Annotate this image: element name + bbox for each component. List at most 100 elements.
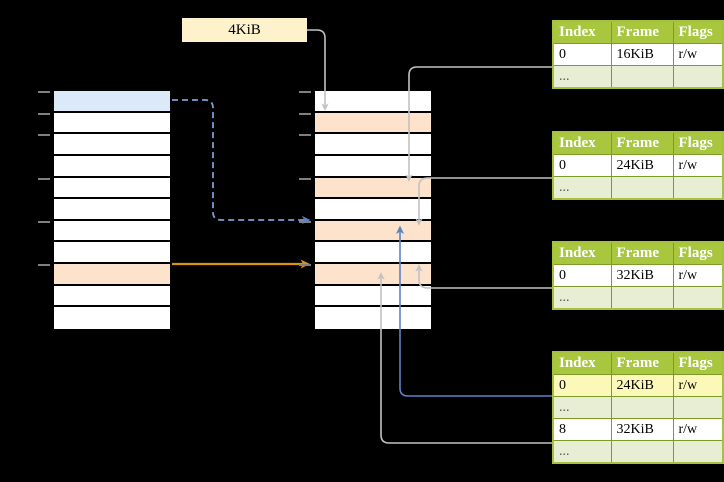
column-header-frame: Frame xyxy=(610,20,674,44)
physical-row-row-1 xyxy=(315,91,431,113)
physical-row-row-6 xyxy=(315,199,431,221)
connector-left-blue-to-mid-row7 xyxy=(172,99,311,225)
column-header-frame: Frame xyxy=(610,241,674,265)
cell-frame: 16KiB xyxy=(610,43,674,66)
virtual-row-tick-5 xyxy=(38,177,50,180)
physical-row-row-7 xyxy=(315,220,431,243)
cell-index: 0 xyxy=(552,154,612,177)
column-header-flags: Flags xyxy=(672,351,724,375)
table-row: ... xyxy=(552,286,724,310)
cell-frame xyxy=(610,440,674,464)
cell-frame: 32KiB xyxy=(610,264,674,287)
column-header-index: Index xyxy=(552,20,612,44)
virtual-row-row-6 xyxy=(54,199,170,221)
cell-flags: r/w xyxy=(672,43,724,66)
cell-index: 0 xyxy=(552,43,612,66)
page-size-label: 4KiB xyxy=(182,18,307,42)
physical-row-row-8 xyxy=(315,242,431,264)
physical-row-tick-9 xyxy=(299,264,311,267)
column-header-flags: Flags xyxy=(672,241,724,265)
cell-index: ... xyxy=(552,286,612,310)
cell-flags xyxy=(672,396,724,419)
column-header-flags: Flags xyxy=(672,131,724,155)
cell-frame: 24KiB xyxy=(610,374,674,397)
column-header-index: Index xyxy=(552,241,612,265)
virtual-row-row-10 xyxy=(54,285,170,308)
cell-frame: 24KiB xyxy=(610,154,674,177)
virtual-row-tick-7 xyxy=(38,220,50,223)
column-header-frame: Frame xyxy=(610,131,674,155)
column-header-flags: Flags xyxy=(672,20,724,44)
cell-index: ... xyxy=(552,440,612,464)
virtual-row-row-2 xyxy=(54,112,170,135)
virtual-row-tick-3 xyxy=(38,134,50,137)
cell-flags: r/w xyxy=(672,374,724,397)
cell-frame xyxy=(610,286,674,310)
cell-index: ... xyxy=(552,396,612,419)
physical-row-row-3 xyxy=(315,134,431,156)
cell-flags xyxy=(672,440,724,464)
virtual-row-tick-1 xyxy=(38,91,50,93)
virtual-row-row-7 xyxy=(54,220,170,243)
cell-flags: r/w xyxy=(672,154,724,177)
cell-flags xyxy=(672,176,724,200)
physical-row-tick-2 xyxy=(299,112,311,115)
virtual-address-space-column xyxy=(52,89,172,331)
physical-memory-column xyxy=(313,89,433,331)
column-header-index: Index xyxy=(552,351,612,375)
physical-row-tick-1 xyxy=(299,91,311,93)
cell-frame: 32KiB xyxy=(610,418,674,441)
connector-table3-to-mid-row9 xyxy=(415,264,552,289)
physical-row-row-10 xyxy=(315,285,431,308)
physical-row-tick-3 xyxy=(299,134,311,137)
cell-flags xyxy=(672,286,724,310)
table-row: ... xyxy=(552,440,724,464)
physical-row-row-2 xyxy=(315,112,431,135)
physical-row-tick-7 xyxy=(299,220,311,223)
cell-flags xyxy=(672,65,724,89)
column-header-frame: Frame xyxy=(610,351,674,375)
cell-index: ... xyxy=(552,176,612,200)
virtual-row-row-9 xyxy=(54,264,170,286)
column-header-index: Index xyxy=(552,131,612,155)
cell-index: 8 xyxy=(552,418,612,441)
cell-flags: r/w xyxy=(672,418,724,441)
physical-row-row-11 xyxy=(315,307,431,329)
cell-frame xyxy=(610,396,674,419)
cell-index: 0 xyxy=(552,374,612,397)
cell-frame xyxy=(610,65,674,89)
table-row: ... xyxy=(552,176,724,200)
table-row: ... xyxy=(552,396,724,419)
cell-frame xyxy=(610,176,674,200)
virtual-row-row-4 xyxy=(54,155,170,178)
virtual-row-row-11 xyxy=(54,307,170,329)
virtual-row-row-1 xyxy=(54,91,170,113)
physical-row-row-4 xyxy=(315,155,431,178)
table-row: ... xyxy=(552,65,724,89)
connector-table2-to-mid-row7 xyxy=(415,177,552,226)
physical-row-tick-5 xyxy=(299,177,311,180)
virtual-row-row-8 xyxy=(54,242,170,264)
virtual-row-tick-9 xyxy=(38,264,50,267)
cell-index: ... xyxy=(552,65,612,89)
virtual-row-row-5 xyxy=(54,177,170,200)
physical-row-row-5 xyxy=(315,177,431,200)
virtual-row-tick-2 xyxy=(38,112,50,115)
virtual-row-row-3 xyxy=(54,134,170,156)
cell-index: 0 xyxy=(552,264,612,287)
cell-flags: r/w xyxy=(672,264,724,287)
